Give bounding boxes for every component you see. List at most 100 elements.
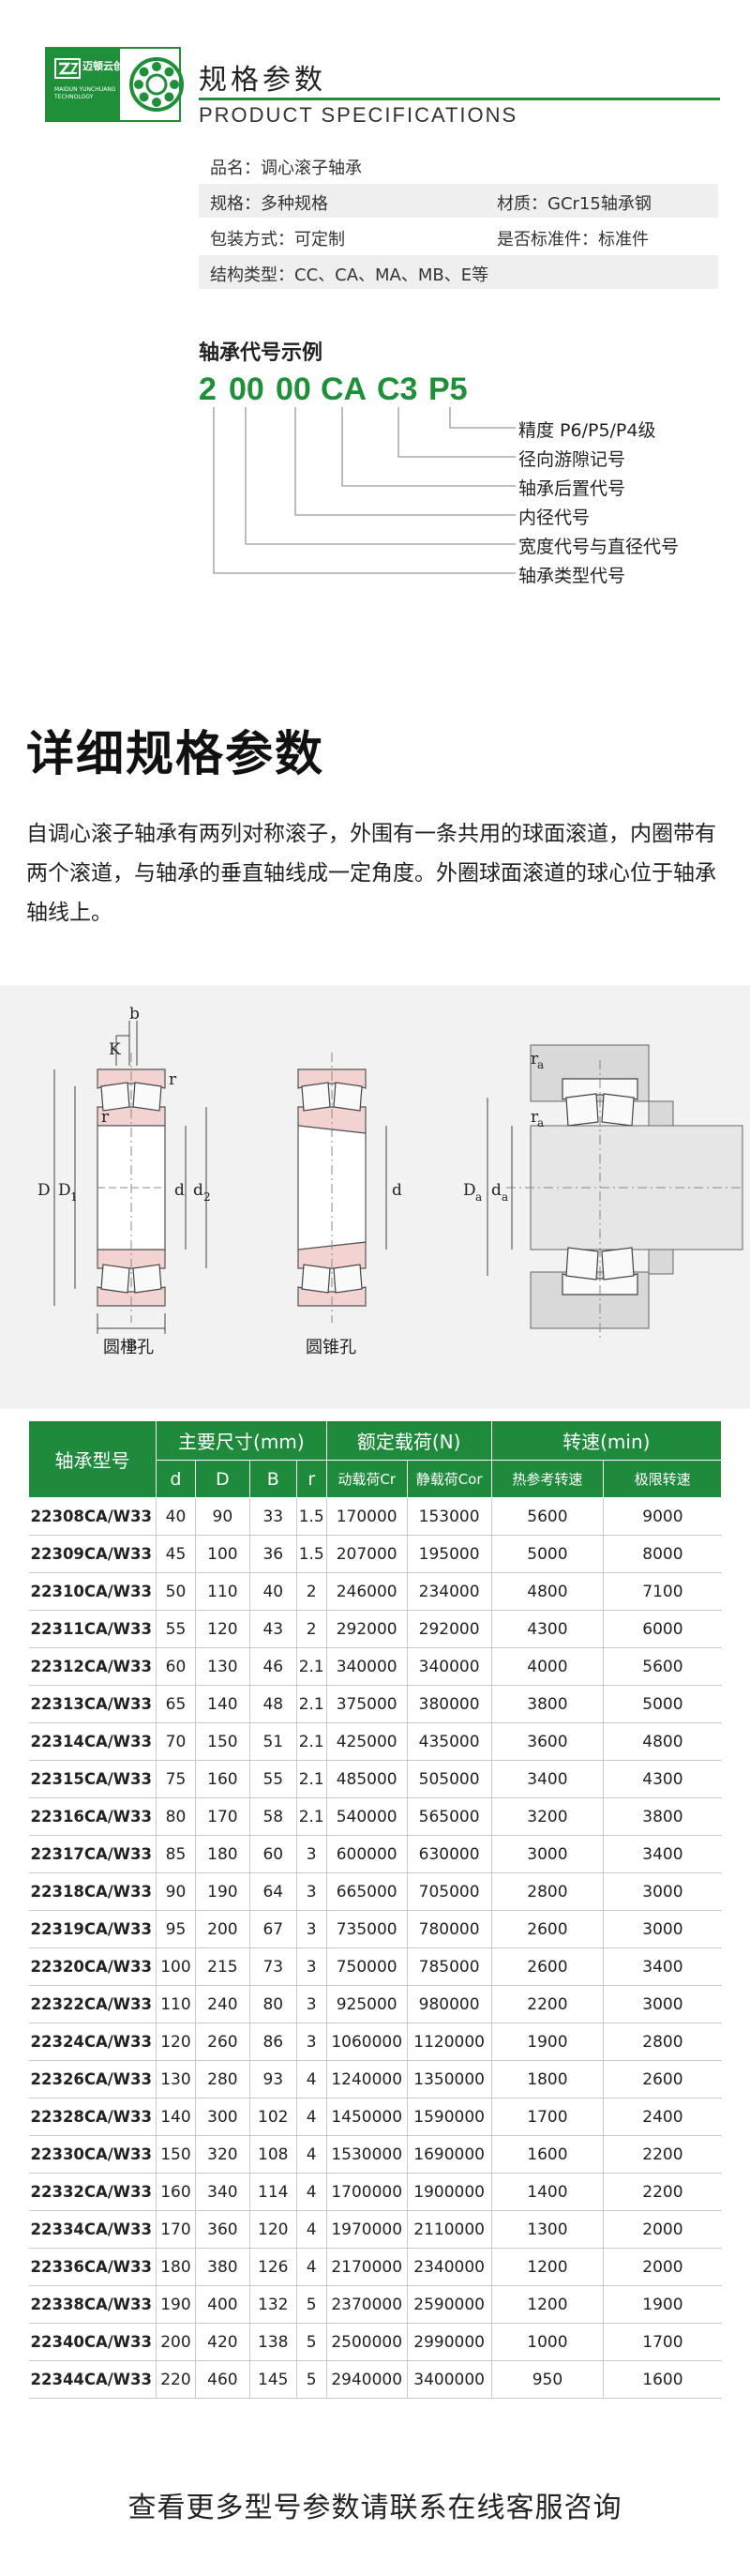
table-cell: 1.5 [296,1497,327,1536]
table-cell: 3800 [491,1685,605,1723]
table-cell: 2340000 [407,2248,492,2286]
table-cell: 4300 [491,1610,605,1648]
table-cell: 58 [249,1797,297,1836]
table-cell: 2200 [603,2173,722,2211]
cell-model: 22311CA/W33 [28,1610,157,1648]
cell-model: 22330CA/W33 [28,2135,157,2174]
table-cell: 485000 [326,1760,408,1798]
table-cell: 435000 [407,1722,492,1761]
table-cell: 3 [296,1835,327,1873]
table-cell: 43 [249,1610,297,1648]
table-cell: 505000 [407,1760,492,1798]
table-cell: 3 [296,1985,327,2023]
table-cell: 1700000 [326,2173,408,2211]
cell-model: 22308CA/W33 [28,1497,157,1536]
symbol-d1: D [58,1181,71,1200]
section-title-en: PRODUCT SPECIFICATIONS [199,103,518,127]
table-cell: 5 [296,2323,327,2361]
table-cell: 1000 [491,2323,605,2361]
table-cell: 45 [156,1535,196,1573]
table-cell: 1450000 [326,2098,408,2136]
table-cell: 2000 [603,2248,722,2286]
table-cell: 320 [195,2135,250,2174]
table-cell: 980000 [407,1985,492,2023]
table-cell: 540000 [326,1797,408,1836]
table-cell: 5600 [603,1647,722,1686]
table-cell: 170000 [326,1497,408,1536]
table-cell: 665000 [326,1872,408,1911]
table-cell: 2590000 [407,2285,492,2324]
table-cell: 80 [156,1797,196,1836]
table-cell: 126 [249,2248,297,2286]
tapered-bearing-drawing: d [297,1053,402,1323]
detail-description: 自调心滚子轴承有两列对称滚子，外围有一条共用的球面滚道，内圈带有两个滚道，与轴承… [26,822,716,925]
info-packaging: 包装方式：可定制 [210,230,345,250]
table-cell: 750000 [326,1947,408,1986]
header-cor: 静载荷Cor [406,1460,492,1498]
table-cell: 2.1 [296,1647,327,1686]
table-cell: 120 [156,2023,196,2061]
table-cell: 3400 [603,1835,722,1873]
logo-green-panel: 迈顿云创 MAIDUN YUNCHUANG TECHNOLOGY [47,49,124,120]
symbol-da-inner: d [491,1181,502,1200]
brand-logo: 迈顿云创 MAIDUN YUNCHUANG TECHNOLOGY [45,47,184,122]
table-cell: 3 [296,1947,327,1986]
table-cell: 260 [195,2023,250,2061]
header-cr: 动载荷Cr [325,1460,408,1498]
code-example-diagram: 2 00 00 CA C3 P5 [199,371,516,574]
section-title-cn: 规格参数 [199,64,326,97]
table-cell: 120 [195,1610,250,1648]
table-cell: 64 [249,1872,297,1911]
table-cell: 4 [296,2098,327,2136]
table-cell: 2170000 [326,2248,408,2286]
table-cell: 4 [296,2173,327,2211]
symbol-b-width: B [126,1337,138,1356]
table-cell: 95 [156,1910,196,1948]
table-cell: 3 [296,1910,327,1948]
table-cell: 1060000 [326,2023,408,2061]
cylindrical-bearing-drawing: b K r r D D 1 d d 2 B [38,1005,211,1356]
table-cell: 170 [156,2210,196,2249]
table-cell: 2.1 [296,1722,327,1761]
symbol-d-tapered: d [392,1181,402,1200]
table-cell: 1300 [491,2210,605,2249]
table-cell: 1120000 [407,2023,492,2061]
info-spec: 规格：多种规格 [210,194,328,214]
info-row-spec: 规格：多种规格 材质：GCr15轴承钢 [199,184,718,218]
table-cell: 630000 [407,1835,492,1873]
header-b: B [248,1460,297,1498]
info-row-name: 品名：调心滚子轴承 [199,148,718,182]
table-cell: 2600 [603,2060,722,2099]
table-cell: 190 [156,2285,196,2324]
title-divider [199,98,720,100]
table-cell: 195000 [407,1535,492,1573]
table-cell: 4800 [603,1722,722,1761]
table-cell: 3000 [603,1985,722,2023]
table-cell: 3400000 [407,2360,492,2399]
table-cell: 200 [156,2323,196,2361]
cell-model: 22314CA/W33 [28,1722,157,1761]
table-cell: 735000 [326,1910,408,1948]
table-cell: 240 [195,1985,250,2023]
table-cell: 1700 [491,2098,605,2136]
table-cell: 2 [296,1610,327,1648]
table-cell: 1.5 [296,1535,327,1573]
table-cell: 3200 [491,1797,605,1836]
table-cell: 2 [296,1572,327,1611]
table-cell: 40 [156,1497,196,1536]
table-cell: 5 [296,2285,327,2324]
table-cell: 100 [195,1535,250,1573]
table-cell: 2.1 [296,1760,327,1798]
symbol-d1-sub: 1 [70,1190,78,1204]
table-cell: 70 [156,1722,196,1761]
cell-model: 22315CA/W33 [28,1760,157,1798]
table-cell: 93 [249,2060,297,2099]
table-cell: 340 [195,2173,250,2211]
table-cell: 120 [249,2210,297,2249]
table-cell: 2.1 [296,1797,327,1836]
table-cell: 1800 [491,2060,605,2099]
